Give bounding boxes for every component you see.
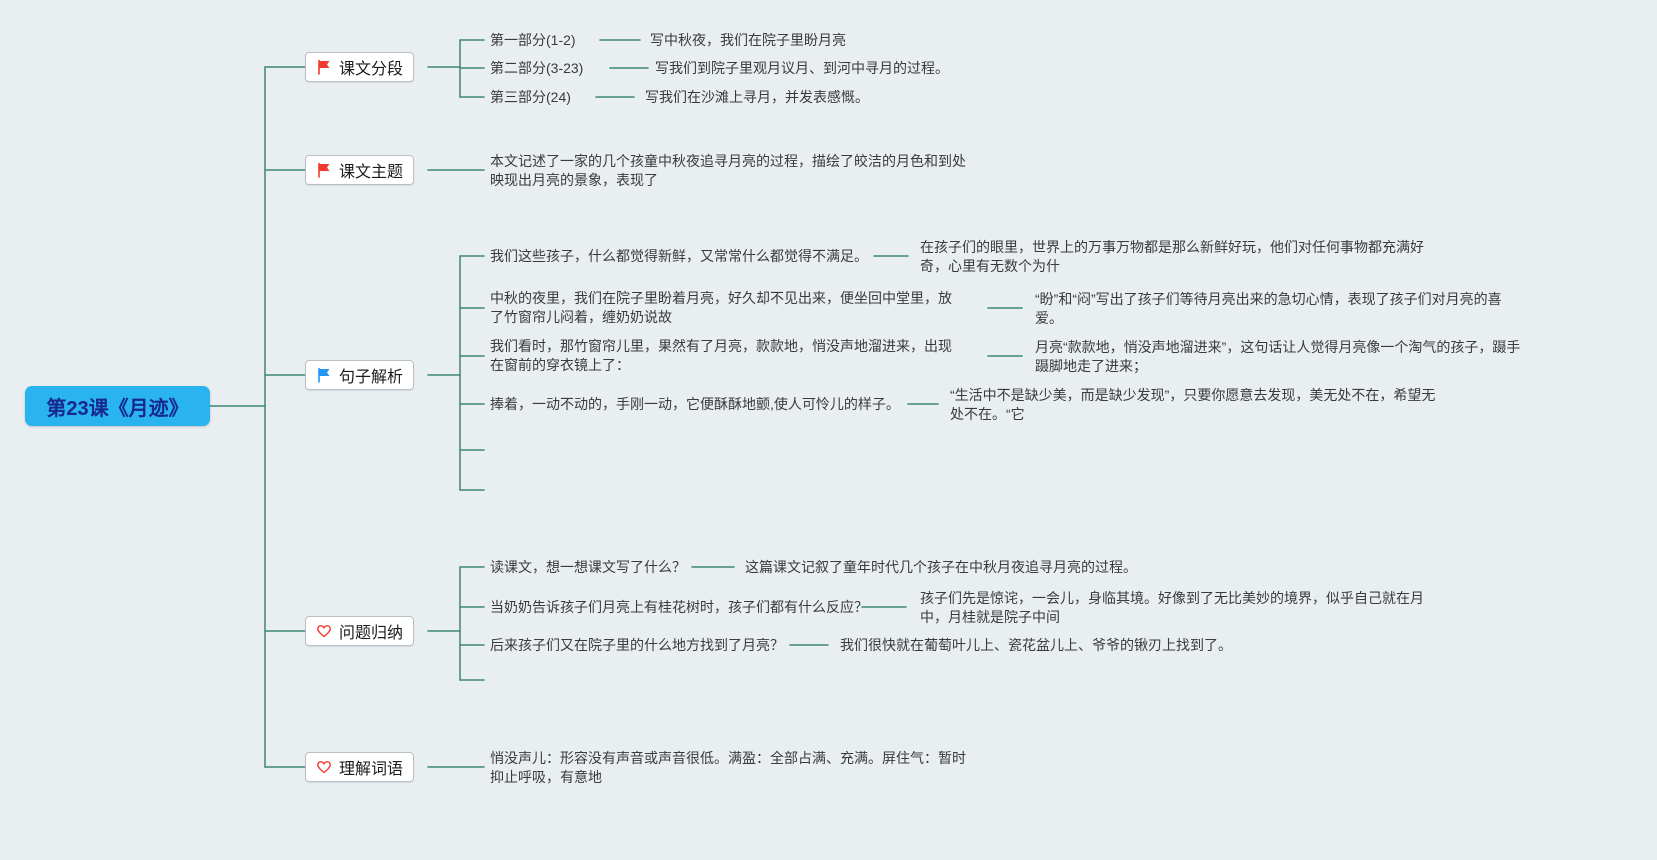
leaf-part2[interactable]: 第二部分(3-23): [490, 60, 584, 76]
note-question-3[interactable]: 我们很快就在葡萄叶儿上、瓷花盆儿上、爷爷的锹刃上找到了。: [840, 637, 1232, 653]
branch-juzi-jiexi[interactable]: 句子解析: [305, 360, 415, 390]
flag-blue-icon: [316, 367, 332, 383]
note-part3[interactable]: 写我们在沙滩上寻月，并发表感慨。: [645, 89, 869, 105]
leaf-sentence-2[interactable]: 中秋的夜里，我们在院子里盼着月亮，好久却不见出来，便坐回中堂里，放了竹窗帘儿闷着…: [490, 290, 952, 325]
leaf-part1[interactable]: 第一部分(1-2): [490, 32, 576, 48]
root-label: 第23课《月迹》: [46, 397, 189, 420]
note-question-1[interactable]: 这篇课文记叙了童年时代几个孩子在中秋月夜追寻月亮的过程。: [745, 559, 1137, 575]
flag-red-icon: [316, 59, 332, 75]
leaf-word-definitions[interactable]: 悄没声儿：形容没有声音或声音很低。满盈：全部占满、充满。屏住气：暂时抑止呼吸，有…: [490, 750, 966, 785]
branch-label: 句子解析: [339, 369, 404, 386]
leaf-theme-summary[interactable]: 本文记述了一家的几个孩童中秋夜追寻月亮的过程，描绘了皎洁的月色和到处映现出月亮的…: [490, 153, 966, 188]
branch-wenti-guina[interactable]: 问题归纳: [305, 616, 415, 646]
note-question-2[interactable]: 孩子们先是惊诧，一会儿，身临其境。好像到了无比美妙的境界，似乎自己就在月中，月桂…: [920, 590, 1424, 625]
note-sentence-4[interactable]: “生活中不是缺少美，而是缺少发现”，只要你愿意去发现，美无处不在，希望无处不在。…: [950, 387, 1436, 422]
leaf-question-3[interactable]: 后来孩子们又在院子里的什么地方找到了月亮？: [490, 637, 784, 653]
leaf-part3[interactable]: 第三部分(24): [490, 89, 571, 105]
branch-label: 课文分段: [339, 61, 404, 78]
note-sentence-2[interactable]: “盼”和“闷”写出了孩子们等待月亮出来的急切心情，表现了孩子们对月亮的喜爱。: [1035, 291, 1502, 326]
branch-lijie-ciyu[interactable]: 理解词语: [305, 752, 415, 782]
heart-icon: [316, 759, 332, 775]
branch-kewen-zhuti[interactable]: 课文主题: [305, 155, 415, 185]
heart-icon: [316, 623, 332, 639]
branch-kewen-fenduan[interactable]: 课文分段: [305, 52, 415, 82]
leaf-sentence-3[interactable]: 我们看时，那竹窗帘儿里，果然有了月亮，款款地，悄没声地溜进来，出现在窗前的穿衣镜…: [490, 338, 952, 373]
note-sentence-3[interactable]: 月亮“款款地，悄没声地溜进来”，这句话让人觉得月亮像一个淘气的孩子，蹑手蹑脚地走…: [1035, 339, 1521, 374]
branch-label: 理解词语: [339, 761, 404, 778]
note-sentence-1[interactable]: 在孩子们的眼里，世界上的万事万物都是那么新鲜好玩，他们对任何事物都充满好奇，心里…: [920, 239, 1424, 274]
leaf-question-2[interactable]: 当奶奶告诉孩子们月亮上有桂花树时，孩子们都有什么反应？: [490, 599, 868, 615]
flag-red-icon: [316, 162, 332, 178]
note-part1[interactable]: 写中秋夜，我们在院子里盼月亮: [650, 32, 846, 48]
branch-label: 问题归纳: [339, 625, 404, 642]
leaf-sentence-1[interactable]: 我们这些孩子，什么都觉得新鲜，又常常什么都觉得不满足。: [490, 248, 868, 264]
note-part2[interactable]: 写我们到院子里观月议月、到河中寻月的过程。: [655, 60, 949, 76]
leaf-question-1[interactable]: 读课文，想一想课文写了什么？: [490, 559, 686, 575]
branch-label: 课文主题: [339, 164, 404, 181]
leaf-sentence-4[interactable]: 捧着，一动不动的，手刚一动，它便酥酥地颤,使人可怜儿的样子。: [490, 396, 900, 412]
root-node[interactable]: 第23课《月迹》: [25, 386, 210, 426]
